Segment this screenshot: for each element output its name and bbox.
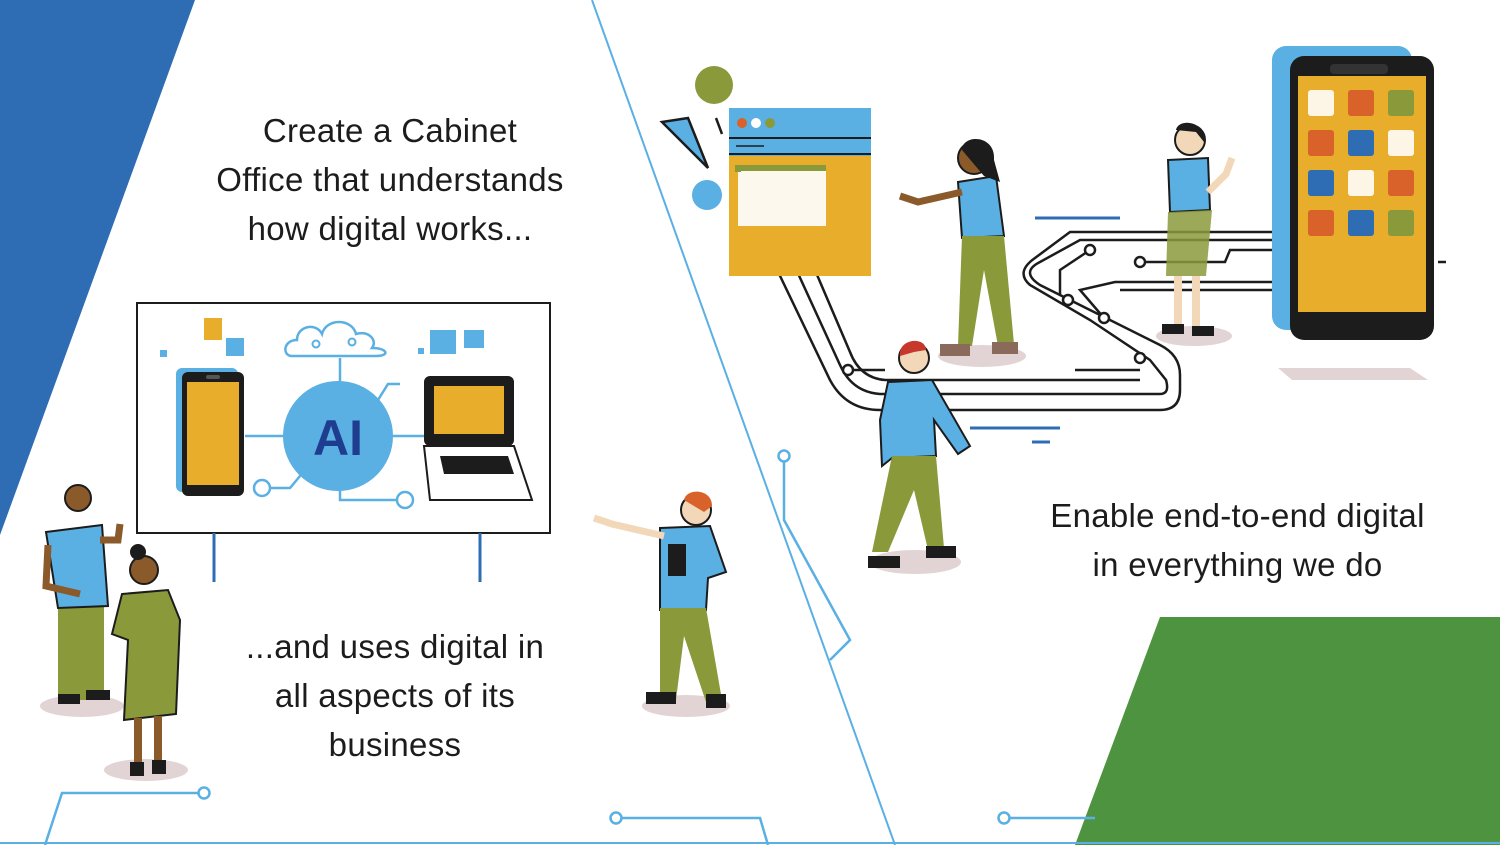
blue-corner-shape <box>0 0 195 535</box>
caption-line: all aspects of its <box>274 677 516 714</box>
ai-node: AI <box>283 381 393 491</box>
app-grid <box>1308 90 1414 236</box>
caption-uses-digital: ...and uses digital in all aspects of it… <box>195 622 595 769</box>
ai-label: AI <box>313 410 363 466</box>
caption-end-to-end: Enable end-to-end digital in everything … <box>1000 491 1475 589</box>
person-woman-left <box>110 544 182 776</box>
person-woman-pointing <box>898 139 1018 356</box>
circuit-traces <box>0 449 1500 845</box>
caption-line: Office that understands <box>216 161 564 198</box>
caption-line: Create a Cabinet <box>262 112 518 149</box>
person-walking-man <box>868 340 972 568</box>
green-corner-shape <box>1075 617 1500 845</box>
motion-dashes <box>970 216 1120 444</box>
caption-line: Enable end-to-end digital <box>1050 497 1425 534</box>
person-woman-phone <box>1162 122 1236 336</box>
blue-dot <box>692 180 722 210</box>
divider-line <box>591 0 896 845</box>
caption-cabinet-office: Create a Cabinet Office that understands… <box>170 106 610 253</box>
caption-line: in everything we do <box>1092 546 1383 583</box>
caption-line: business <box>328 726 462 763</box>
large-smartphone-icon <box>1272 46 1434 340</box>
circuit-track <box>768 230 1446 412</box>
browser-window-icon <box>729 108 871 276</box>
person-pointing-man <box>592 491 728 708</box>
cloud-icon <box>284 320 387 358</box>
green-dot <box>695 66 733 104</box>
person-man-left <box>42 484 124 704</box>
laptop-icon <box>422 376 534 501</box>
cone-shape <box>659 116 710 169</box>
caption-line: how digital works... <box>247 210 533 247</box>
smartphone-icon <box>176 368 244 496</box>
presentation-board: AI <box>136 302 551 582</box>
caption-line: ...and uses digital in <box>245 628 545 665</box>
